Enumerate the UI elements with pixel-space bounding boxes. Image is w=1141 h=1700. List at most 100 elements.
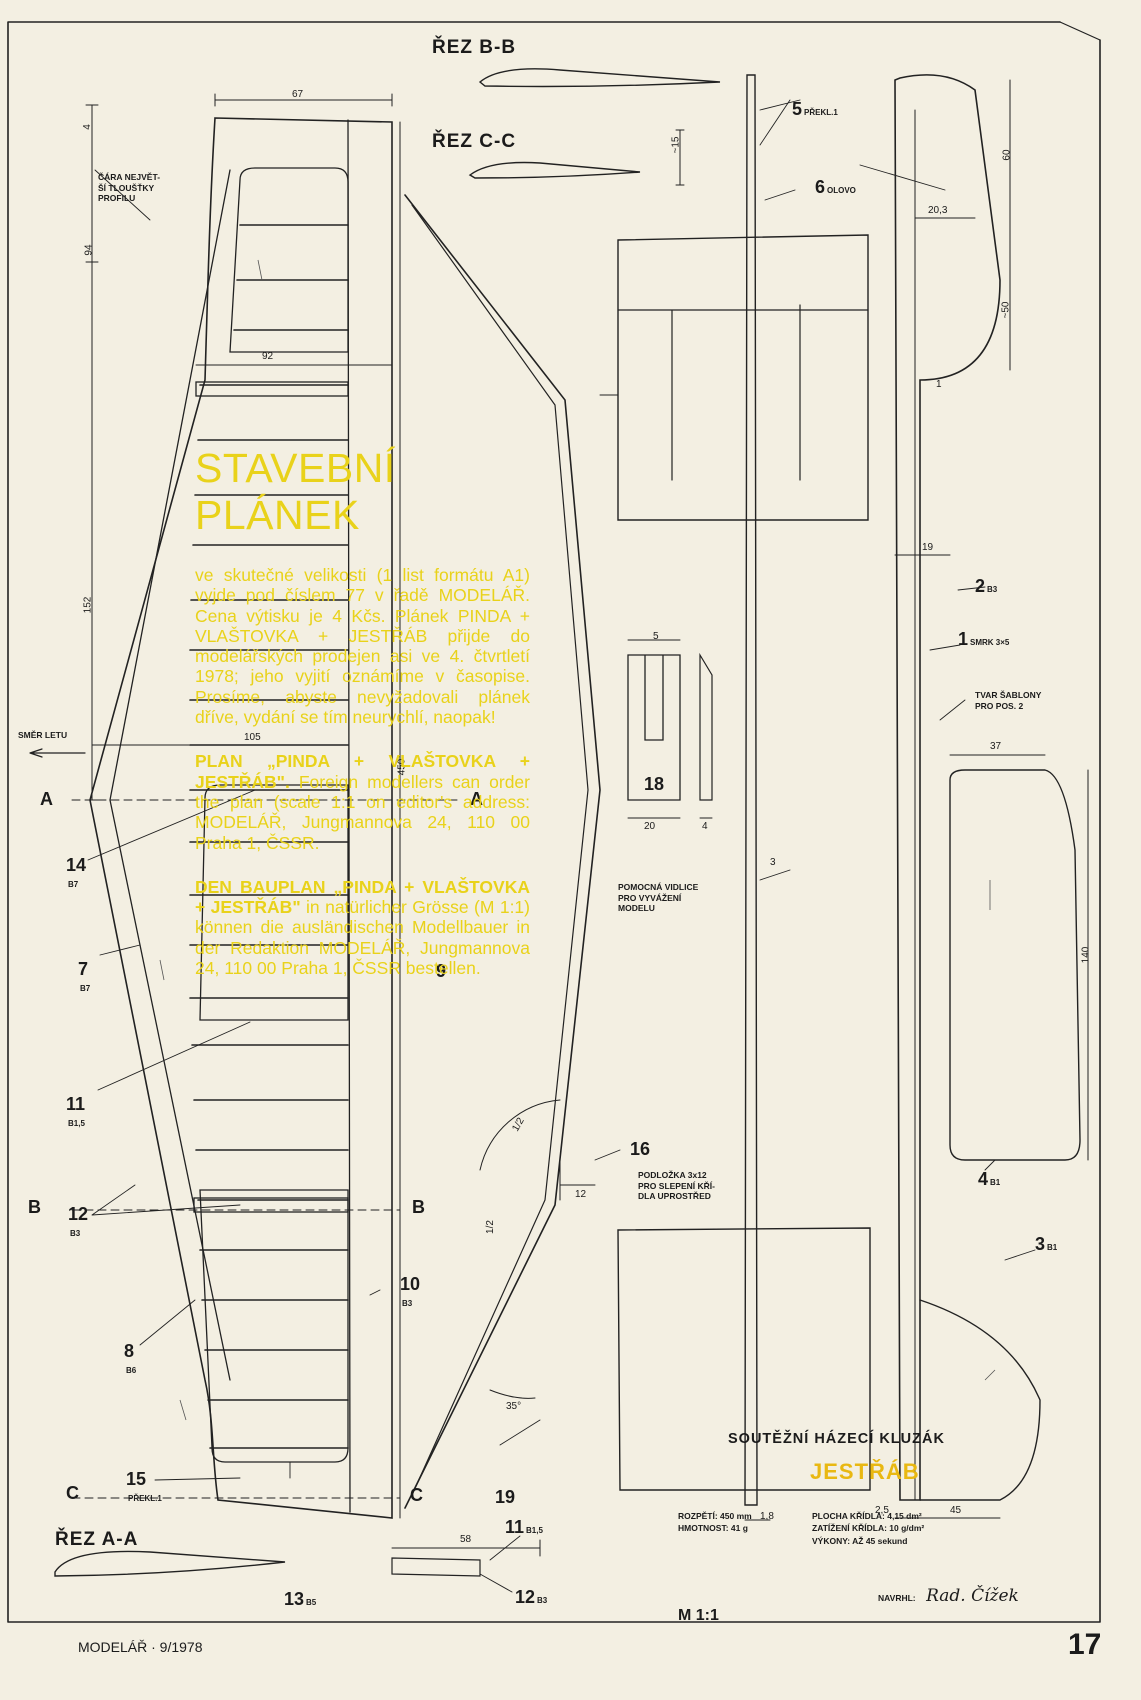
wing-cell-bot bbox=[199, 1189, 349, 1463]
dim-58-label: 58 bbox=[460, 1534, 472, 1545]
notice-english-caps: PLAN „PINDA + VLAŠTOVKA + JESTŘÁB". bbox=[195, 751, 530, 792]
spec-mass: HMOTNOST: 41 g bbox=[678, 1523, 748, 1534]
dim-203-label: 20,3 bbox=[928, 205, 948, 216]
dim-58 bbox=[391, 1539, 541, 1557]
dim-15-label: ~15 bbox=[670, 136, 682, 154]
profile-cc bbox=[468, 161, 641, 179]
notice-german: DEN BAUPLAN „PINDA + VLAŠTOVKA + JESTŘÁB… bbox=[195, 877, 530, 978]
dim-35 bbox=[489, 1389, 536, 1399]
annotation-tvar: TVAR ŠABLONY PRO POS. 2 bbox=[975, 690, 1042, 711]
dim-19-label: 19 bbox=[922, 542, 934, 553]
fuselage-boom bbox=[744, 74, 758, 1506]
dim-50-label: ~50 bbox=[1000, 301, 1012, 319]
profile-11 bbox=[391, 1557, 481, 1577]
dim-left-vert bbox=[85, 104, 99, 801]
footer-page-number: 17 bbox=[1068, 1628, 1102, 1661]
dim-4-fork-label: 4 bbox=[702, 821, 708, 832]
notice-english: PLAN „PINDA + VLAŠTOVKA + JESTŘÁB". Fore… bbox=[195, 751, 530, 852]
annotation-pomocna: POMOCNÁ VIDLICE PRO VYVÁŽENÍ MODELU bbox=[618, 882, 699, 914]
dim-1-label: 1 bbox=[936, 379, 942, 390]
dim-half-2: 1/2 bbox=[484, 1220, 496, 1234]
dim-94-label: 94 bbox=[83, 244, 95, 256]
notice-english-body: Foreign modellers can order the plan (sc… bbox=[195, 771, 530, 853]
dim-3-label: 3 bbox=[770, 857, 776, 868]
dim-12 bbox=[559, 1159, 596, 1201]
designer-signature: Rad. Čížek bbox=[926, 1586, 1019, 1606]
marker-b-left: B bbox=[28, 1197, 41, 1217]
dim-92-label: 92 bbox=[262, 351, 274, 362]
specs-right: PLOCHA KŘÍDLA: 4,15 dm² ZATÍŽENÍ KŘÍDLA:… bbox=[812, 1510, 924, 1547]
dim-18-label: 1,8 bbox=[760, 1511, 774, 1522]
fork-18 bbox=[627, 654, 681, 801]
stab-rear bbox=[617, 1227, 871, 1491]
title-name: JESTŘÁB bbox=[810, 1459, 920, 1484]
section-bb-label: ŘEZ B-B bbox=[432, 37, 517, 58]
profile-aa bbox=[54, 1550, 286, 1577]
frame-corner bbox=[1059, 21, 1101, 41]
spec-area: PLOCHA KŘÍDLA: 4,15 dm² bbox=[812, 1511, 922, 1521]
wing-center-block bbox=[195, 381, 349, 397]
wing-side-bot bbox=[411, 204, 589, 1496]
dim-35-label: 35° bbox=[506, 1401, 522, 1412]
dim-25-label: 2,5 bbox=[875, 1505, 889, 1516]
smer-arrow bbox=[29, 748, 86, 758]
wing-ribs bbox=[189, 224, 349, 1449]
spec-span: ROZPĚTÍ: 450 mm bbox=[678, 1511, 752, 1521]
dim-4-label: 4 bbox=[81, 124, 93, 130]
notice-heading: STAVEBNÍ PLÁNEK bbox=[195, 445, 396, 538]
spec-performance: VÝKONY: AŽ 45 sekund bbox=[812, 1535, 908, 1546]
wing-cell-top bbox=[229, 167, 349, 353]
dim-105-label: 105 bbox=[244, 732, 261, 743]
wing-outline bbox=[89, 117, 393, 1519]
wing-side-arc bbox=[479, 1099, 561, 1171]
dim-12-label: 12 bbox=[575, 1189, 587, 1200]
wing-center-block-2 bbox=[193, 1197, 349, 1213]
notice-german-body: in natürlicher Grösse (M 1:1) können die… bbox=[195, 897, 530, 979]
plan-notice: STAVEBNÍ PLÁNEK ve skutečné velikosti (1… bbox=[195, 445, 530, 1002]
dim-140-label: 140 bbox=[1080, 946, 1092, 964]
spec-loading: ZATÍŽENÍ KŘÍDLA: 10 g/dm² bbox=[812, 1523, 925, 1534]
part-9: 9 bbox=[436, 961, 447, 981]
annotation-smer: SMĚR LETU bbox=[18, 730, 68, 740]
dim-67 bbox=[214, 93, 393, 107]
stab-ribs bbox=[617, 304, 869, 481]
specs-left: ROZPĚTÍ: 450 mm HMOTNOST: 41 g bbox=[678, 1510, 752, 1535]
designer-label: NAVRHL: bbox=[878, 1593, 916, 1603]
scale-label: M 1:1 bbox=[678, 1607, 719, 1624]
section-aa-label: ŘEZ A-A bbox=[55, 1529, 139, 1550]
marker-c-left: C bbox=[66, 1483, 79, 1503]
part-19: 19 bbox=[495, 1487, 516, 1507]
fin-rudder bbox=[919, 1299, 1041, 1501]
notice-german-caps: DEN BAUPLAN „PINDA + VLAŠTOVKA + JESTŘÁB… bbox=[195, 876, 530, 918]
dim-45-label: 45 bbox=[950, 1505, 962, 1516]
footer-magazine: MODELÁŘ · 9/1978 bbox=[78, 1639, 203, 1655]
designer: NAVRHL: Rad. Čížek bbox=[878, 1588, 1019, 1605]
template-4 bbox=[949, 769, 1081, 1161]
part-18: 18 bbox=[644, 774, 665, 794]
dim-37-label: 37 bbox=[990, 741, 1002, 752]
dim-20-label: 20 bbox=[644, 821, 656, 832]
stab-top bbox=[617, 234, 869, 521]
wing-cell-mid bbox=[199, 784, 349, 1021]
annotation-podlozka: PODLOŽKA 3x12 PRO SLEPENÍ KŘÍ- DLA UPROS… bbox=[638, 1170, 715, 1202]
annotation-cara: ČÁRA NEJVĚT- ŠÍ TLOUŠŤKY PROFILU bbox=[98, 172, 161, 204]
marker-c-right: C bbox=[410, 1485, 423, 1505]
title-subtitle: SOUTĚŽNÍ HÁZECÍ KLUZÁK bbox=[728, 1431, 945, 1447]
marker-b-right: B bbox=[412, 1197, 425, 1217]
marker-a-left: A bbox=[40, 789, 53, 809]
